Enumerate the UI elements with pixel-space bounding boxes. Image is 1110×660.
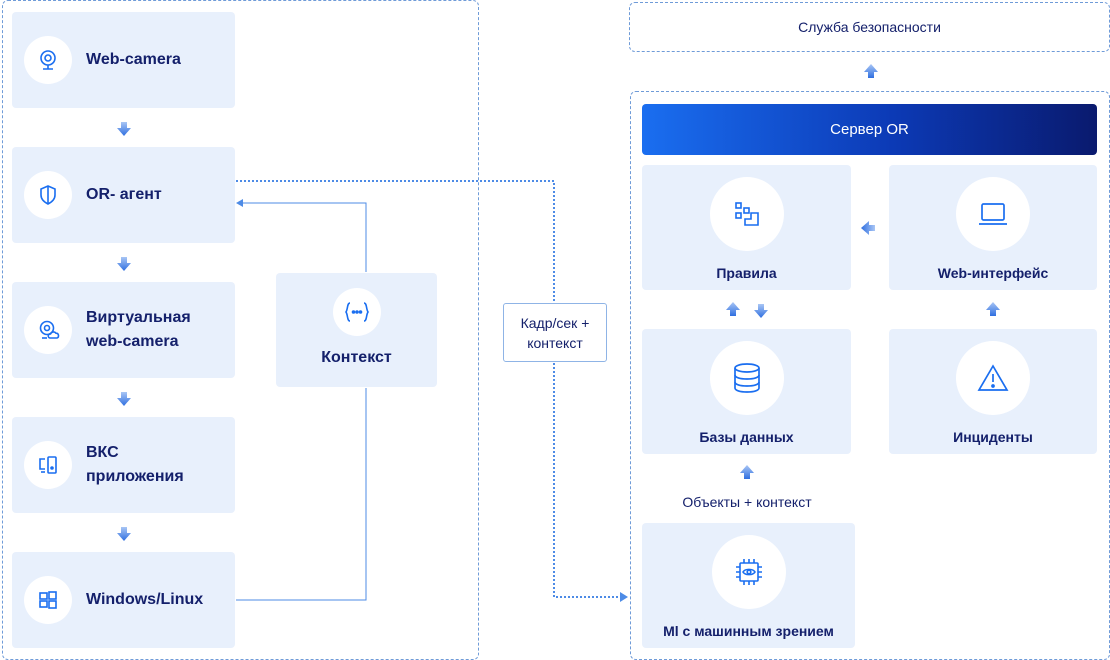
arrow-up-icon	[740, 465, 754, 479]
devices-icon	[24, 441, 72, 489]
frames-label: Кадр/сек + контекст	[520, 314, 590, 351]
node-ml: Ml с машинным зрением	[642, 523, 855, 648]
node-rules: Правила	[642, 165, 851, 290]
node-label: Базы данных	[699, 429, 794, 445]
node-label: Web-camera	[86, 51, 181, 68]
node-label: Контекст	[321, 349, 392, 366]
node-label: Web-интерфейс	[937, 265, 1049, 281]
database-icon	[709, 341, 784, 415]
node-virtual-webcam: Виртуальная web-camera	[12, 282, 235, 378]
node-label: Виртуальная web-camera	[86, 309, 191, 350]
arrow-down-icon	[117, 392, 131, 406]
node-incidents: Инциденты	[889, 329, 1097, 454]
virtual-webcam-icon	[24, 306, 72, 354]
code-braces-icon	[332, 288, 381, 336]
node-web-interface: Web-интерфейс	[889, 165, 1097, 290]
node-web-camera: Web-camera	[12, 12, 235, 108]
security-service-box: Служба безопасности	[629, 2, 1110, 52]
context-line-upper	[242, 202, 367, 272]
node-context: Контекст	[276, 273, 437, 387]
warning-icon	[956, 341, 1030, 415]
laptop-icon	[956, 177, 1030, 251]
windows-icon	[24, 576, 72, 624]
dotted-connector-arrowhead	[620, 592, 628, 602]
node-label: Правила	[716, 265, 777, 281]
arrow-up-icon	[864, 64, 878, 78]
arrow-up-icon	[726, 302, 740, 316]
context-line-arrowhead	[236, 199, 243, 207]
node-label: OR- агент	[86, 186, 162, 203]
node-label: Windows/Linux	[86, 591, 204, 608]
arrow-left-icon	[861, 221, 875, 235]
objects-context-label: Объекты + контекст	[682, 494, 812, 510]
arrow-down-icon	[754, 304, 768, 318]
node-or-agent: OR- агент	[12, 147, 235, 243]
server-title: Сервер OR	[830, 121, 909, 138]
eye-chip-icon	[711, 535, 786, 609]
dotted-connector	[236, 180, 620, 598]
arrow-up-icon	[986, 302, 1000, 316]
node-label: Инциденты	[953, 429, 1033, 445]
context-line-lower	[236, 388, 367, 601]
arrow-down-icon	[117, 257, 131, 271]
node-label: Ml с машинным зрением	[663, 623, 834, 639]
node-label: ВКС приложения	[86, 444, 184, 485]
arrow-down-icon	[117, 527, 131, 541]
frames-label-box: Кадр/сек + контекст	[503, 303, 607, 362]
node-windows-linux: Windows/Linux	[12, 552, 235, 648]
webcam-icon	[24, 36, 72, 84]
security-service-label: Служба безопасности	[798, 19, 941, 35]
node-databases: Базы данных	[642, 329, 851, 454]
arrow-down-icon	[117, 122, 131, 136]
server-title-bar: Сервер OR	[642, 104, 1097, 155]
rules-icon	[709, 177, 784, 251]
shield-icon	[24, 171, 72, 219]
node-vks-apps: ВКС приложения	[12, 417, 235, 513]
